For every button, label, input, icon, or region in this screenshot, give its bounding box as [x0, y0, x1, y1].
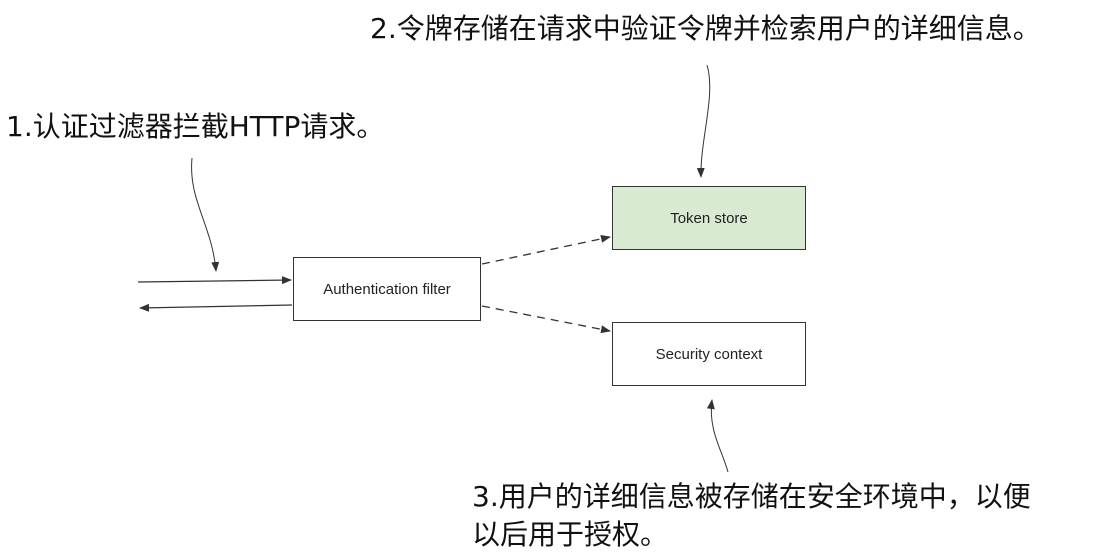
token-store-box: Token store: [612, 186, 806, 250]
filter-to-security-context-arrow: [481, 305, 611, 334]
annotation-step-1: 1.认证过滤器拦截HTTP请求。: [6, 110, 385, 143]
authentication-filter-box: Authentication filter: [293, 257, 481, 321]
annotation-step-3-line-2: 以后用于授权。: [472, 518, 669, 551]
callout-2-pointer: [696, 64, 711, 178]
response-out-arrow: [139, 303, 293, 312]
annotation-step-2: 2.令牌存储在请求中验证令牌并检索用户的详细信息。: [370, 12, 1041, 45]
request-in-arrow: [137, 276, 292, 285]
filter-to-token-store-arrow: [481, 234, 611, 265]
annotation-step-3: 3.用户的详细信息被存储在安全环境中，以便 以后用于授权。: [472, 478, 1031, 554]
authentication-filter-label: Authentication filter: [323, 280, 451, 298]
security-context-box: Security context: [612, 322, 806, 386]
callout-1-pointer: [191, 157, 220, 272]
token-store-label: Token store: [670, 209, 748, 227]
security-context-label: Security context: [655, 345, 763, 363]
annotation-step-3-line-1: 3.用户的详细信息被存储在安全环境中，以便: [472, 480, 1031, 513]
callout-3-pointer: [706, 399, 729, 473]
